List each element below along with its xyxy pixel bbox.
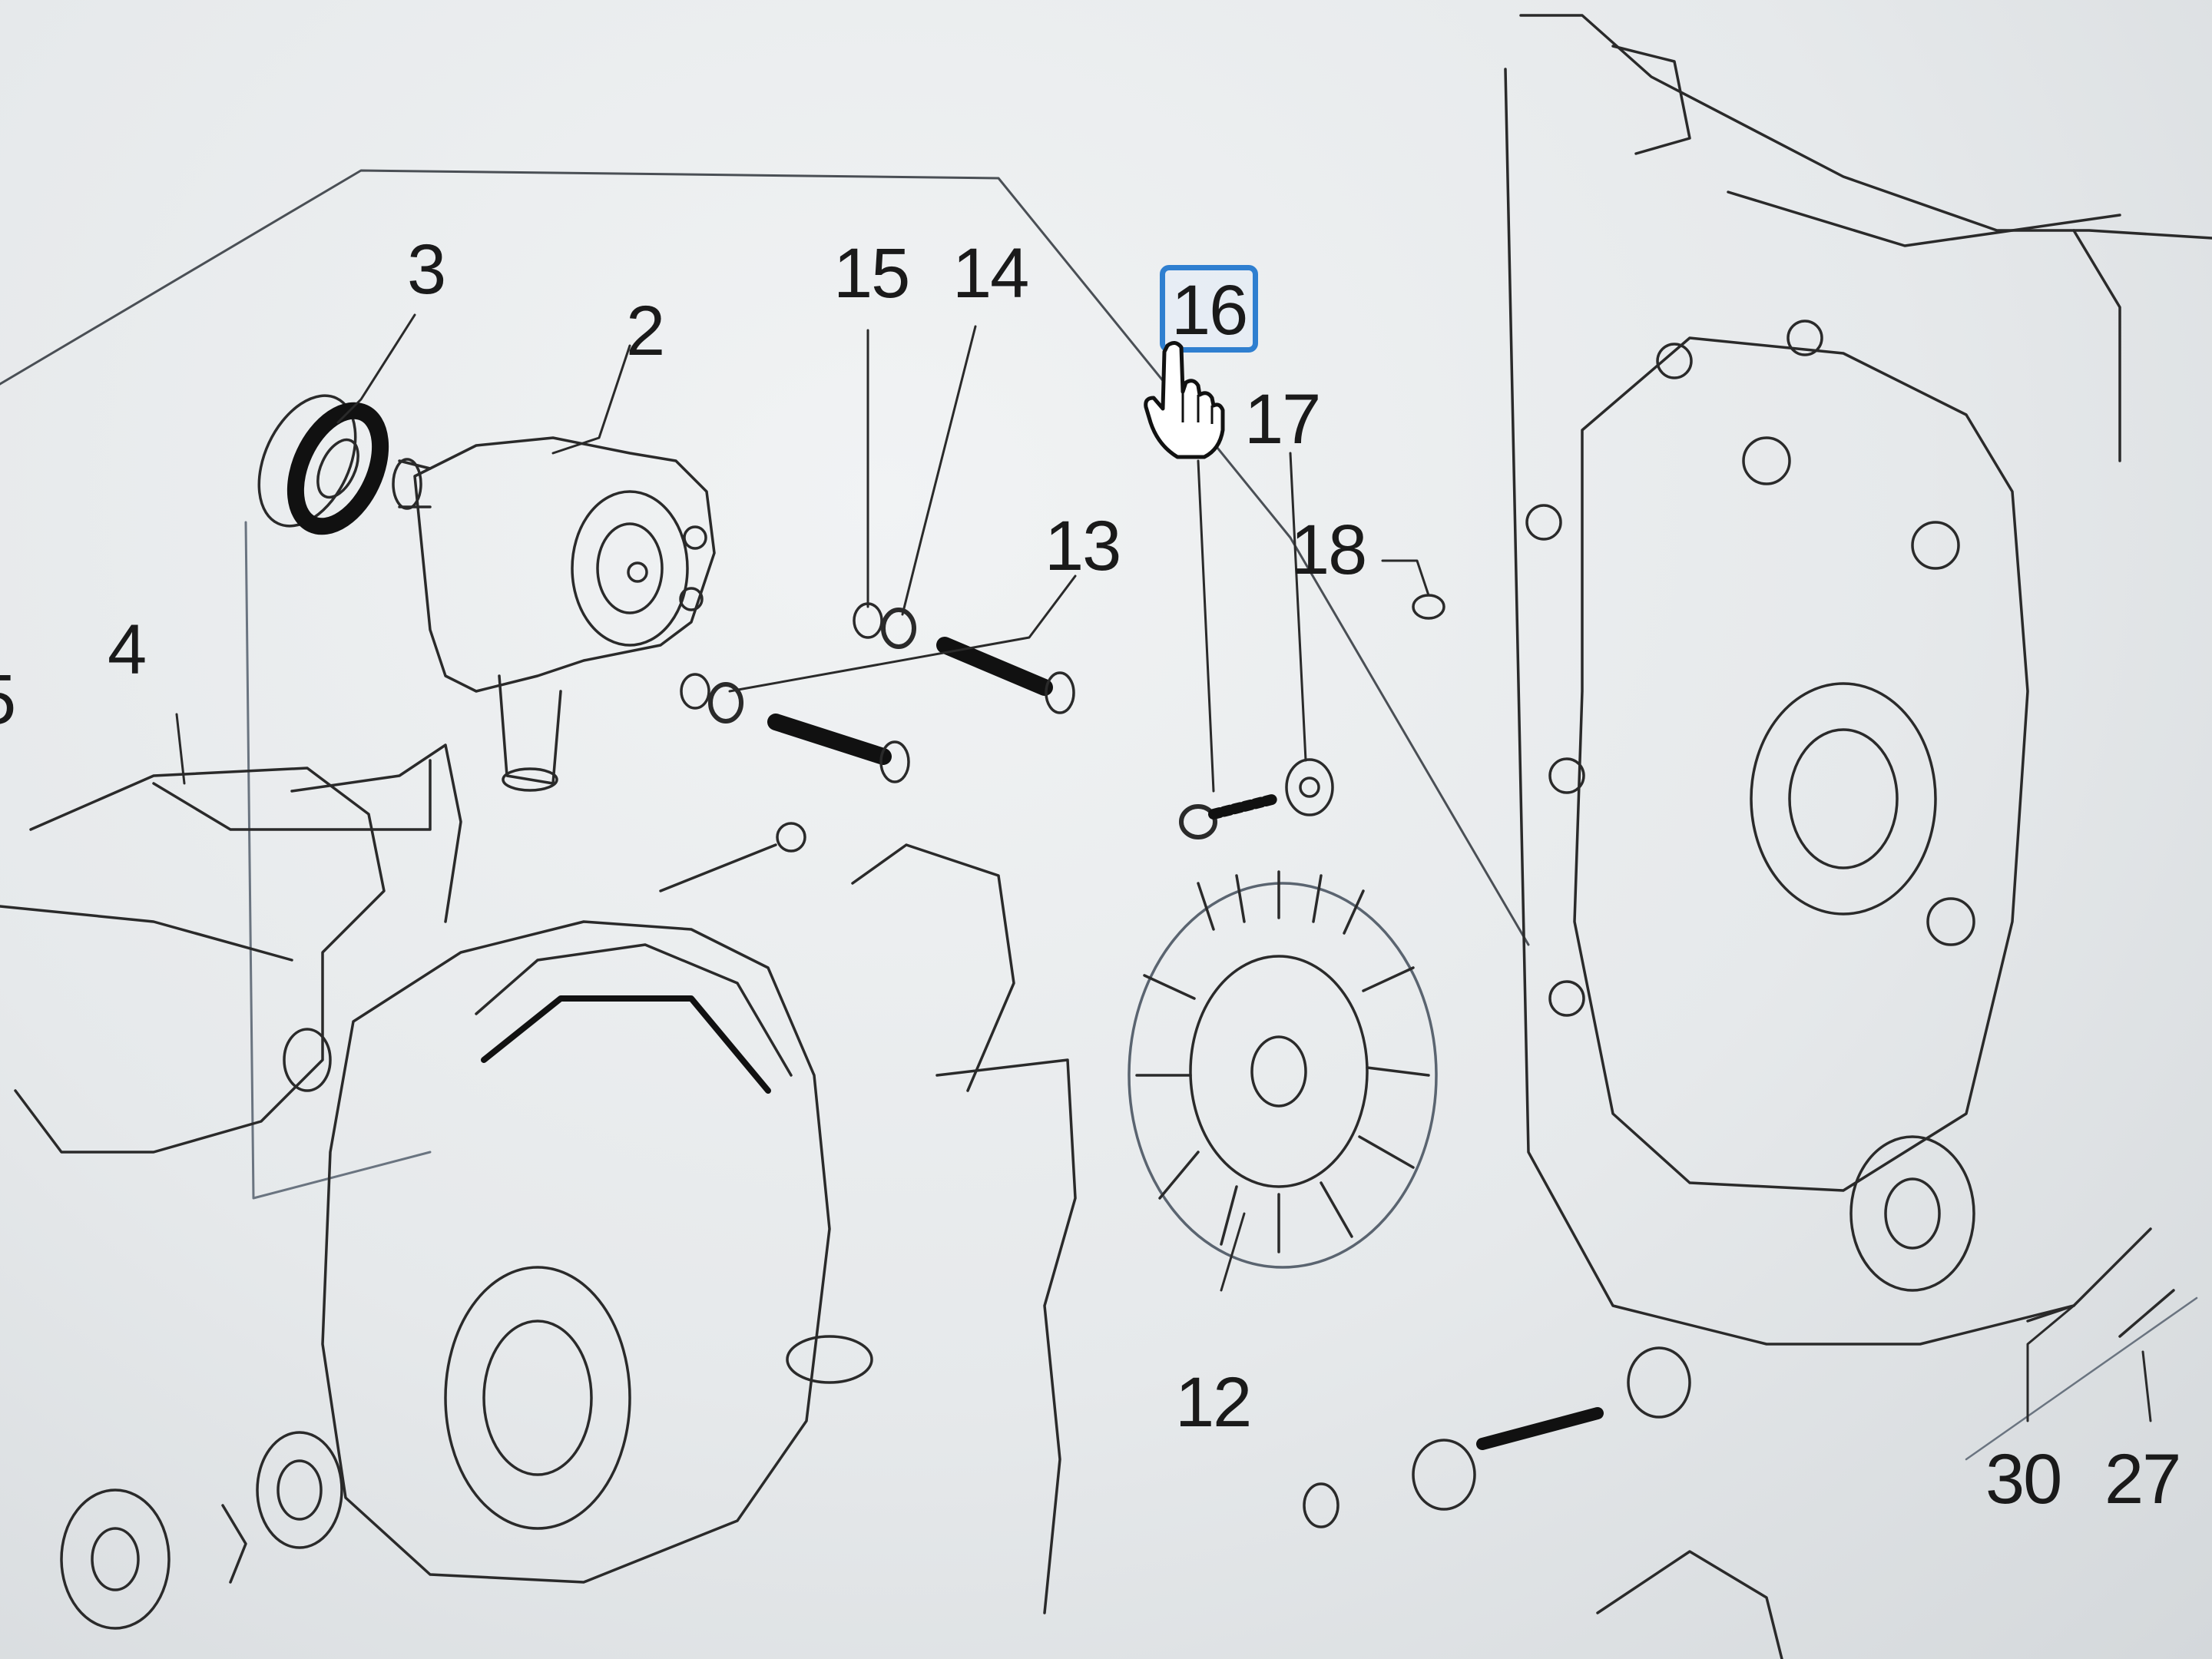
callout-18[interactable]: 18	[1290, 511, 1367, 589]
center-engine-cover	[321, 822, 1077, 1614]
hand-pointer-icon	[1144, 341, 1225, 459]
callout-4[interactable]: 4	[108, 611, 147, 689]
callout-17[interactable]: 17	[1244, 380, 1321, 459]
part-12-stator	[1128, 870, 1438, 1269]
bottom-right-parts	[1303, 1289, 2198, 1659]
part-4-cover	[0, 743, 462, 1154]
callout-3[interactable]: 3	[407, 230, 446, 309]
callout-2[interactable]: 2	[626, 292, 665, 370]
callout-16-highlight[interactable]: 16	[1160, 265, 1259, 353]
callout-27[interactable]: 27	[2104, 1440, 2181, 1518]
part-13-bolts	[767, 637, 1075, 783]
bracket-line-lower	[244, 521, 432, 1200]
callout-30[interactable]: 30	[1985, 1440, 2062, 1518]
part-16-17-screw	[1179, 594, 1445, 839]
callout-leader-lines	[175, 313, 2152, 1422]
callout-13[interactable]: 13	[1045, 507, 1121, 585]
parts-14-15-washers	[680, 602, 916, 724]
callout-12[interactable]: 12	[1175, 1363, 1252, 1442]
callout-5[interactable]: 5	[0, 664, 16, 735]
part-2-pump-body	[392, 436, 716, 792]
right-crankcase	[1504, 14, 2212, 1346]
callout-14[interactable]: 14	[952, 234, 1029, 313]
bottom-left-shaft-parts	[60, 1431, 343, 1630]
callout-16[interactable]: 16	[1171, 271, 1248, 349]
callout-15[interactable]: 15	[833, 234, 910, 313]
part-3-oil-seal	[257, 394, 389, 535]
group-bracket-line	[0, 169, 1530, 946]
